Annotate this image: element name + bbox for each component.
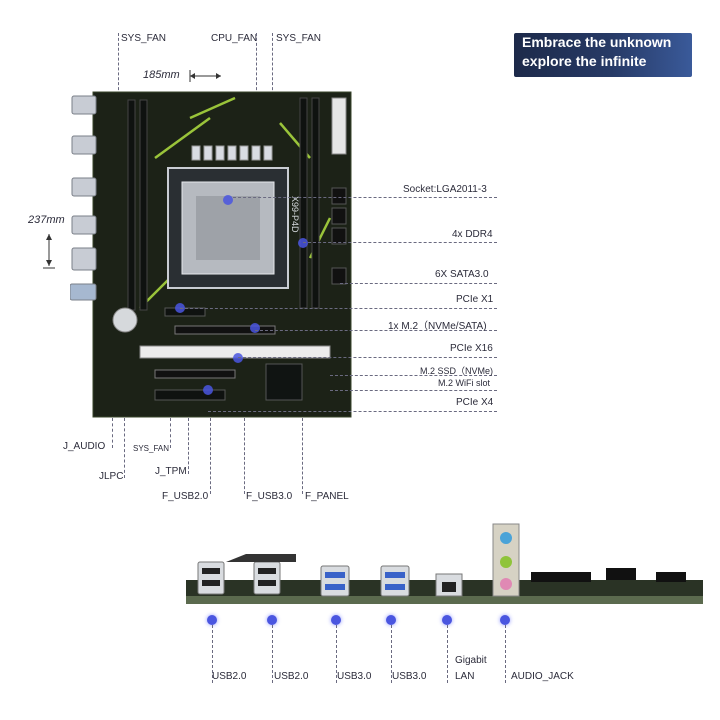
lan-label-line1: Gigabit — [455, 655, 487, 666]
f-panel-leader — [302, 418, 303, 494]
usb2-a-leader — [212, 625, 213, 683]
sys-fan-bottom-label: SYS_FAN — [133, 444, 170, 453]
usb2-b-leader — [272, 625, 273, 683]
pcie-x16-leader — [238, 357, 497, 358]
m2-ssd-leader — [330, 375, 497, 376]
banner-line-1: Embrace the unknown — [522, 34, 672, 50]
cpu-fan-leader — [256, 33, 257, 95]
f-usb2-label: F_USB2.0 — [162, 491, 209, 502]
usb2-a-label: USB2.0 — [212, 671, 247, 682]
board-model-marking: X99-P4D — [290, 196, 300, 233]
lan-dot — [442, 615, 452, 625]
usb3-b-leader — [391, 625, 392, 683]
lan-leader — [447, 625, 448, 683]
pcie-x4-leader — [208, 411, 497, 412]
j-tpm-label: J_TPM — [155, 466, 187, 477]
f-usb2-leader — [210, 418, 211, 494]
audio-jack-dot — [500, 615, 510, 625]
height-dimension: 237mm — [28, 214, 65, 226]
sys-fan-left-label: SYS_FAN — [121, 33, 167, 44]
width-dimension: 185mm — [143, 69, 180, 81]
cpu-fan-label: CPU_FAN — [211, 33, 258, 44]
f-usb3-label: F_USB3.0 — [246, 491, 293, 502]
audio-jack-leader — [505, 625, 506, 683]
usb2-b-label: USB2.0 — [274, 671, 309, 682]
j-tpm-leader — [188, 418, 189, 474]
pcie-x1-label: PCIe X1 — [456, 294, 494, 305]
lan-label-line2: LAN — [455, 671, 475, 682]
sys-fan-right-leader — [272, 33, 273, 95]
sata-label: 6X SATA3.0 — [435, 269, 489, 280]
usb3-a-leader — [336, 625, 337, 683]
m2-leader — [255, 330, 497, 331]
sys-fan-left-leader — [118, 33, 119, 95]
height-arrow-icon — [43, 234, 55, 269]
f-panel-label: F_PANEL — [305, 491, 349, 502]
sys-fan-bottom-leader — [170, 418, 171, 448]
m2-label: 1x M.2（NVMe/SATA) — [388, 321, 487, 332]
pcie-x1-leader — [180, 308, 497, 309]
usb3-a-dot — [331, 615, 341, 625]
banner-line-2: explore the infinite — [522, 53, 647, 69]
j-audio-label: J_AUDIO — [63, 441, 106, 452]
ddr4-label: 4x DDR4 — [452, 229, 493, 240]
usb3-b-dot — [386, 615, 396, 625]
width-arrow-icon — [189, 70, 221, 82]
usb3-b-label: USB3.0 — [392, 671, 427, 682]
audio-jack-label: AUDIO_JACK — [511, 671, 574, 682]
socket-label: Socket:LGA2011-3 — [403, 184, 487, 195]
pcie-x16-label: PCIe X16 — [450, 343, 493, 354]
tagline-banner: Embrace the unknown explore the infinite — [514, 33, 692, 77]
usb2-b-dot — [267, 615, 277, 625]
m2-wifi-leader — [330, 390, 497, 391]
jlpc-label: JLPC — [99, 471, 124, 482]
motherboard-illustration: X99-P4D — [70, 91, 352, 418]
m2-ssd-label: M.2 SSD（NVMe) — [420, 366, 494, 376]
f-usb3-leader — [244, 418, 245, 494]
rear-io-illustration — [186, 523, 703, 604]
m2-wifi-label: M.2 WiFi slot — [438, 378, 491, 388]
usb2-a-dot — [207, 615, 217, 625]
jlpc-leader — [124, 418, 125, 478]
pcie-x4-label: PCIe X4 — [456, 397, 494, 408]
sys-fan-right-label: SYS_FAN — [276, 33, 322, 44]
socket-leader — [233, 197, 497, 198]
j-audio-leader — [112, 418, 113, 448]
ddr4-leader — [303, 242, 497, 243]
usb3-a-label: USB3.0 — [337, 671, 372, 682]
sata-leader — [340, 283, 497, 284]
